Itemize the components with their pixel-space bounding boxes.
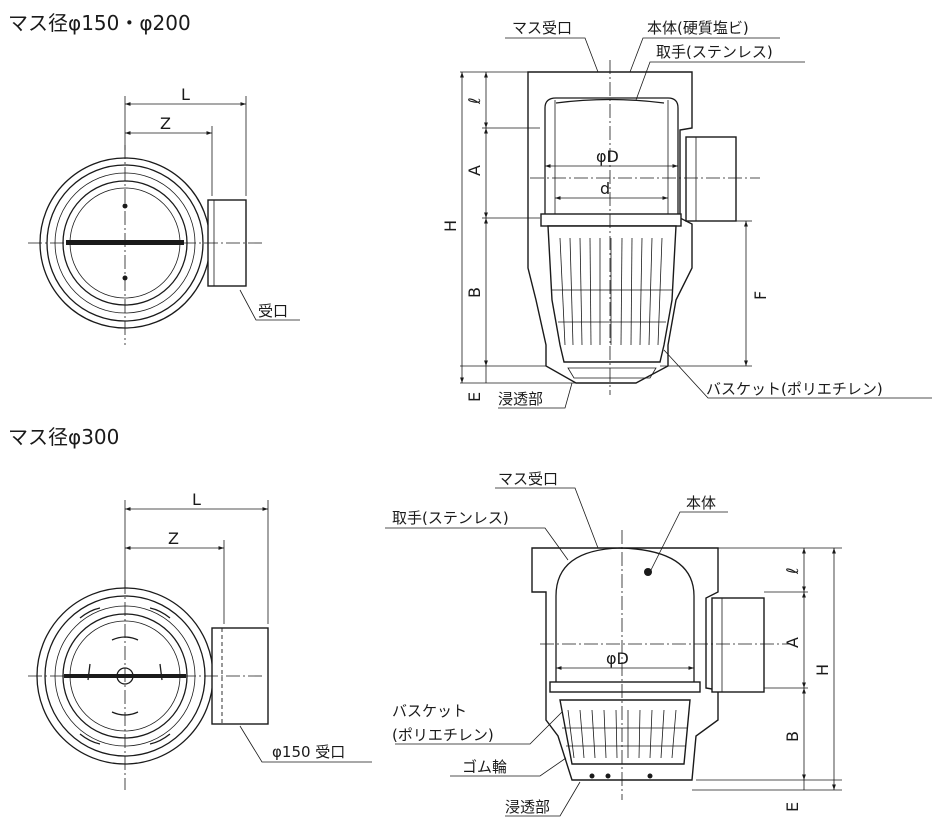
label-body: 本体: [686, 494, 716, 512]
label-handle-small: 取手(ステンレス): [656, 43, 773, 61]
label-basket-large-1: バスケット: [392, 702, 467, 720]
dim-A-small: A: [465, 165, 484, 176]
label-rubber-ring: ゴム輪: [462, 758, 507, 776]
label-inlet-large: マス受口: [498, 470, 558, 488]
dim-B-small: B: [465, 287, 484, 298]
dim-E-small: E: [465, 392, 484, 402]
label-infiltration-small: 浸透部: [498, 390, 543, 408]
dim-H-large: H: [813, 664, 832, 676]
dim-phiD-small: φD: [596, 147, 619, 166]
dim-E-large: E: [783, 802, 802, 812]
label-infiltration-large: 浸透部: [505, 798, 550, 816]
label-body-pvc: 本体(硬質塩ビ): [647, 19, 749, 37]
dim-F-small: F: [751, 291, 770, 300]
dim-A-large: A: [783, 637, 802, 648]
plan-view-large: L Z φ150 受口: [28, 490, 372, 790]
dim-L-large: L: [192, 490, 201, 509]
dim-L-small: L: [181, 85, 190, 104]
label-inlet-port: 受口: [258, 302, 288, 320]
label-basket-large-2: (ポリエチレン): [392, 726, 494, 744]
section-title-large: マス径φ300: [8, 425, 119, 449]
basket-ribs-small: [552, 237, 672, 346]
label-handle-large: 取手(ステンレス): [392, 509, 509, 527]
label-inlet-small: マス受口: [512, 19, 572, 37]
dim-l-large: ℓ: [783, 567, 802, 575]
dim-H-small: H: [441, 220, 460, 232]
section-view-large: H ℓ A B E φD マス受口 取手(ステンレス) 本体 バスケット (ポリ…: [385, 470, 842, 817]
dim-phiD-large: φD: [606, 649, 629, 668]
dim-d-small: d: [600, 179, 610, 198]
dim-Z-small: Z: [160, 114, 171, 133]
label-inlet-150: φ150 受口: [272, 743, 345, 761]
section-view-small: H ℓ A B E F φD d マス受口 本体(硬質塩ビ) 取手(ステンレス)…: [441, 19, 932, 409]
section-title-small: マス径φ150・φ200: [8, 11, 191, 35]
basket-ribs-large: [562, 709, 688, 759]
dim-l-small: ℓ: [465, 97, 484, 105]
dim-B-large: B: [783, 731, 802, 742]
dim-Z-large: Z: [168, 529, 179, 548]
plan-view-small: L Z 受口: [28, 85, 300, 345]
label-basket-small: バスケット(ポリエチレン): [706, 380, 883, 398]
